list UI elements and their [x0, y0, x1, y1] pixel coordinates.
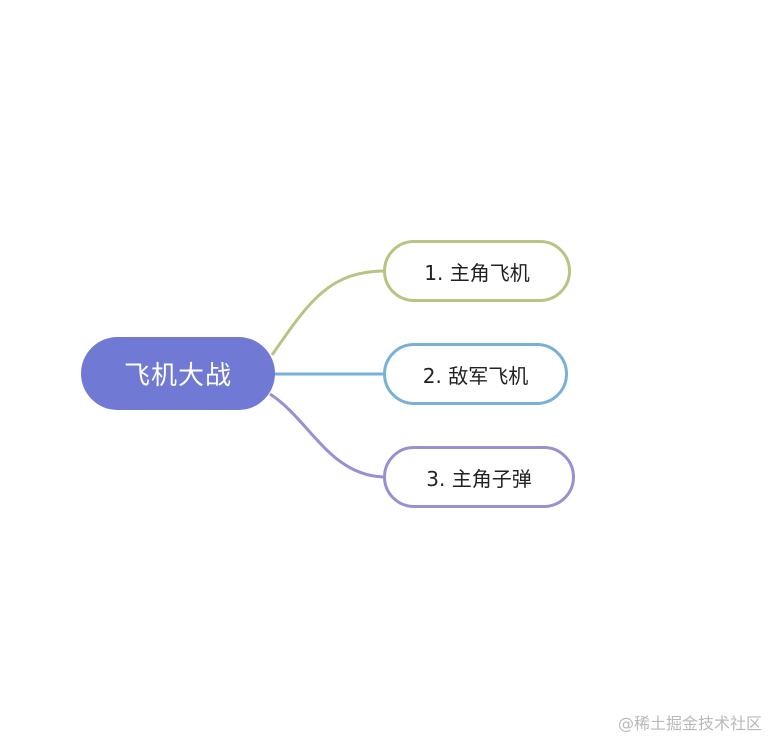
connector-branch-3 — [269, 392, 387, 479]
branch-node-3[interactable]: 3. 主角子弹 — [383, 446, 575, 508]
root-topic-node[interactable]: 飞机大战 — [81, 337, 275, 410]
root-topic-label: 飞机大战 — [123, 361, 232, 391]
branch-node-2[interactable]: 2. 敌军飞机 — [383, 343, 568, 405]
branch-label-1: 1. 主角飞机 — [424, 260, 530, 285]
watermark-text: @稀土掘金技术社区 — [617, 714, 762, 733]
connector-branch-1 — [270, 269, 387, 356]
branch-label-2: 2. 敌军飞机 — [422, 363, 529, 388]
branch-label-3: 3. 主角子弹 — [426, 466, 532, 491]
branch-node-1[interactable]: 1. 主角飞机 — [383, 240, 571, 302]
